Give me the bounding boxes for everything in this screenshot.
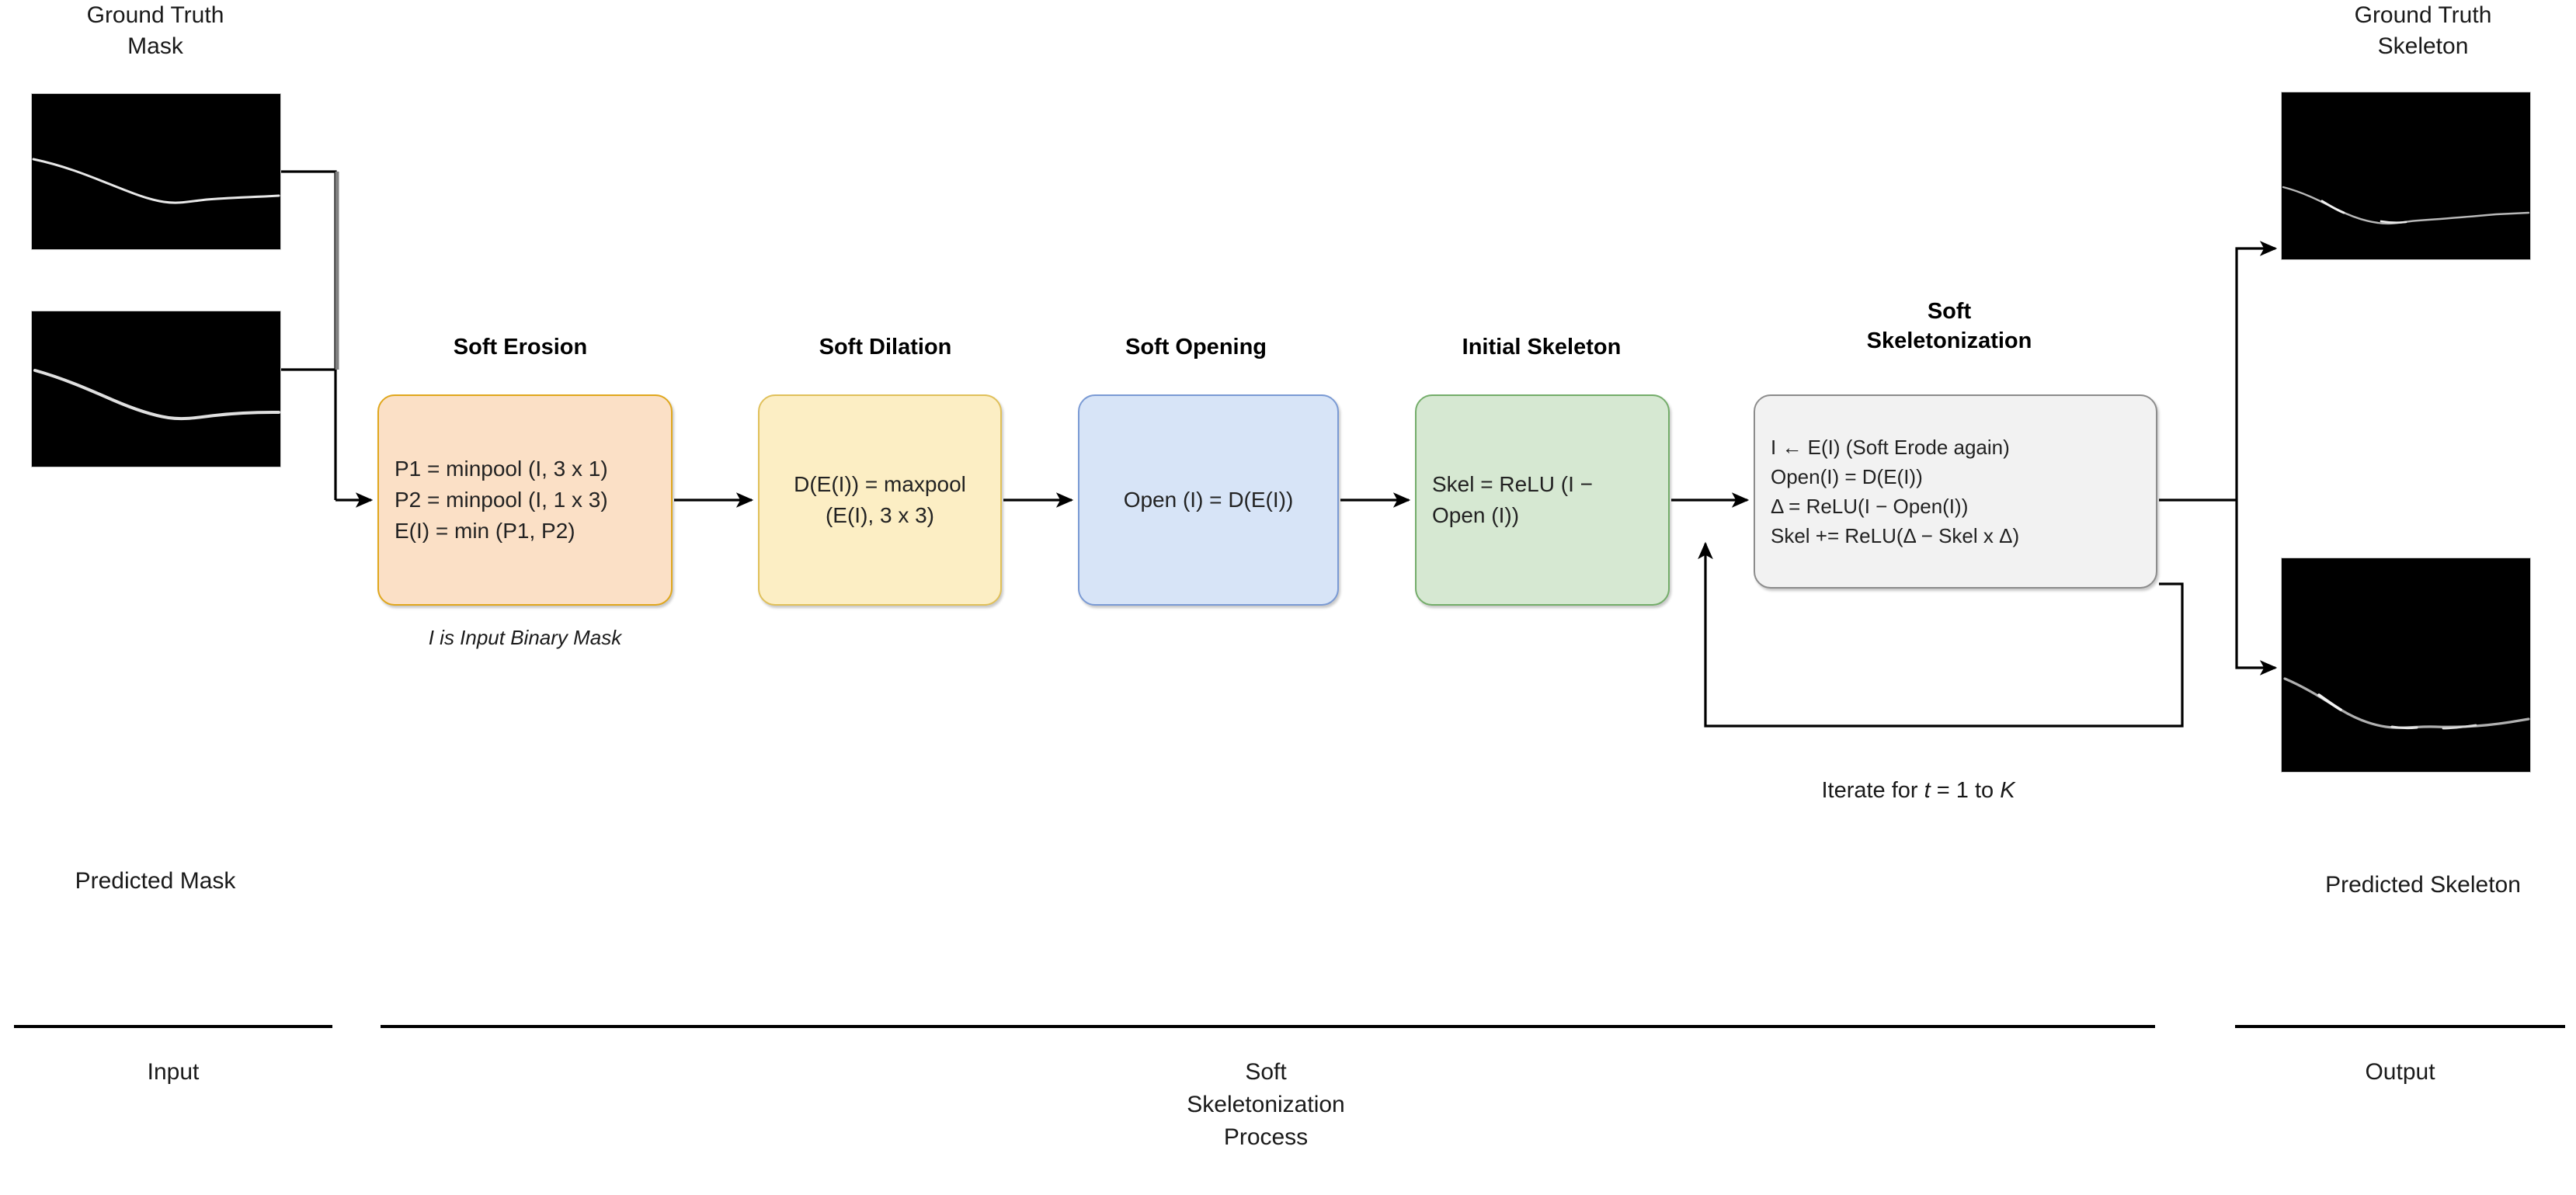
predicted-skeleton-caption: Predicted Skeleton — [2325, 872, 2521, 898]
soft-dilation-box[interactable]: D(E(I)) = maxpool (E(I), 3 x 3) — [758, 394, 1002, 606]
soft-erosion-heading: Soft Erosion — [453, 335, 588, 360]
soft-skeletonization-box[interactable]: I ← E(I) (Soft Erode again) Open(I) = D(… — [1754, 394, 2157, 589]
output-section-divider — [2235, 1025, 2565, 1028]
predicted-mask-image — [31, 311, 281, 467]
predicted-skeleton-image — [2281, 558, 2531, 773]
gt-mask-curve-icon — [32, 94, 280, 249]
initial-skeleton-box[interactable]: Skel = ReLU (I − Open (I)) — [1415, 394, 1670, 606]
soft-opening-heading: Soft Opening — [1125, 335, 1267, 360]
input-binary-mask-note: I is Input Binary Mask — [428, 626, 622, 649]
gt-skeleton-curve-icon — [2282, 92, 2530, 259]
iterate-mid: = 1 to — [1930, 778, 2001, 803]
soft-dilation-heading: Soft Dilation — [819, 335, 952, 360]
iterate-variable-k: K — [2000, 778, 2015, 803]
pred-skeleton-curve-icon — [2282, 558, 2530, 772]
pred-mask-curve-icon — [32, 311, 280, 467]
wire-gt-mask-to-bracket — [281, 170, 337, 500]
ground-truth-mask-image — [31, 93, 281, 250]
initial-skeleton-heading: Initial Skeleton — [1462, 335, 1622, 360]
ground-truth-skeleton-image — [2281, 92, 2531, 260]
soft-opening-box[interactable]: Open (I) = D(E(I)) — [1078, 394, 1339, 606]
soft-skeletonization-heading: Soft Skeletonization — [1866, 299, 2032, 353]
process-section-label: Soft Skeletonization Process — [1187, 1059, 1345, 1150]
input-section-divider — [14, 1025, 332, 1028]
output-section-label: Output — [2365, 1059, 2435, 1085]
predicted-mask-caption: Predicted Mask — [75, 868, 236, 894]
ground-truth-mask-caption: Ground Truth Mask — [86, 2, 224, 59]
iterate-prefix: Iterate for — [1821, 778, 1924, 803]
ground-truth-skeleton-caption: Ground Truth Skeleton — [2354, 2, 2492, 59]
wire-out-to-predicted-skeleton — [2235, 500, 2278, 676]
wire-out-to-gt-skeleton — [2235, 241, 2278, 500]
iterate-label: Iterate for t = 1 to K — [1701, 742, 2136, 807]
soft-erosion-box[interactable]: P1 = minpool (I, 3 x 1) P2 = minpool (I,… — [377, 394, 673, 606]
process-section-divider — [381, 1025, 2155, 1028]
iterate-variable-t: t — [1924, 778, 1931, 803]
input-section-label: Input — [147, 1059, 200, 1085]
